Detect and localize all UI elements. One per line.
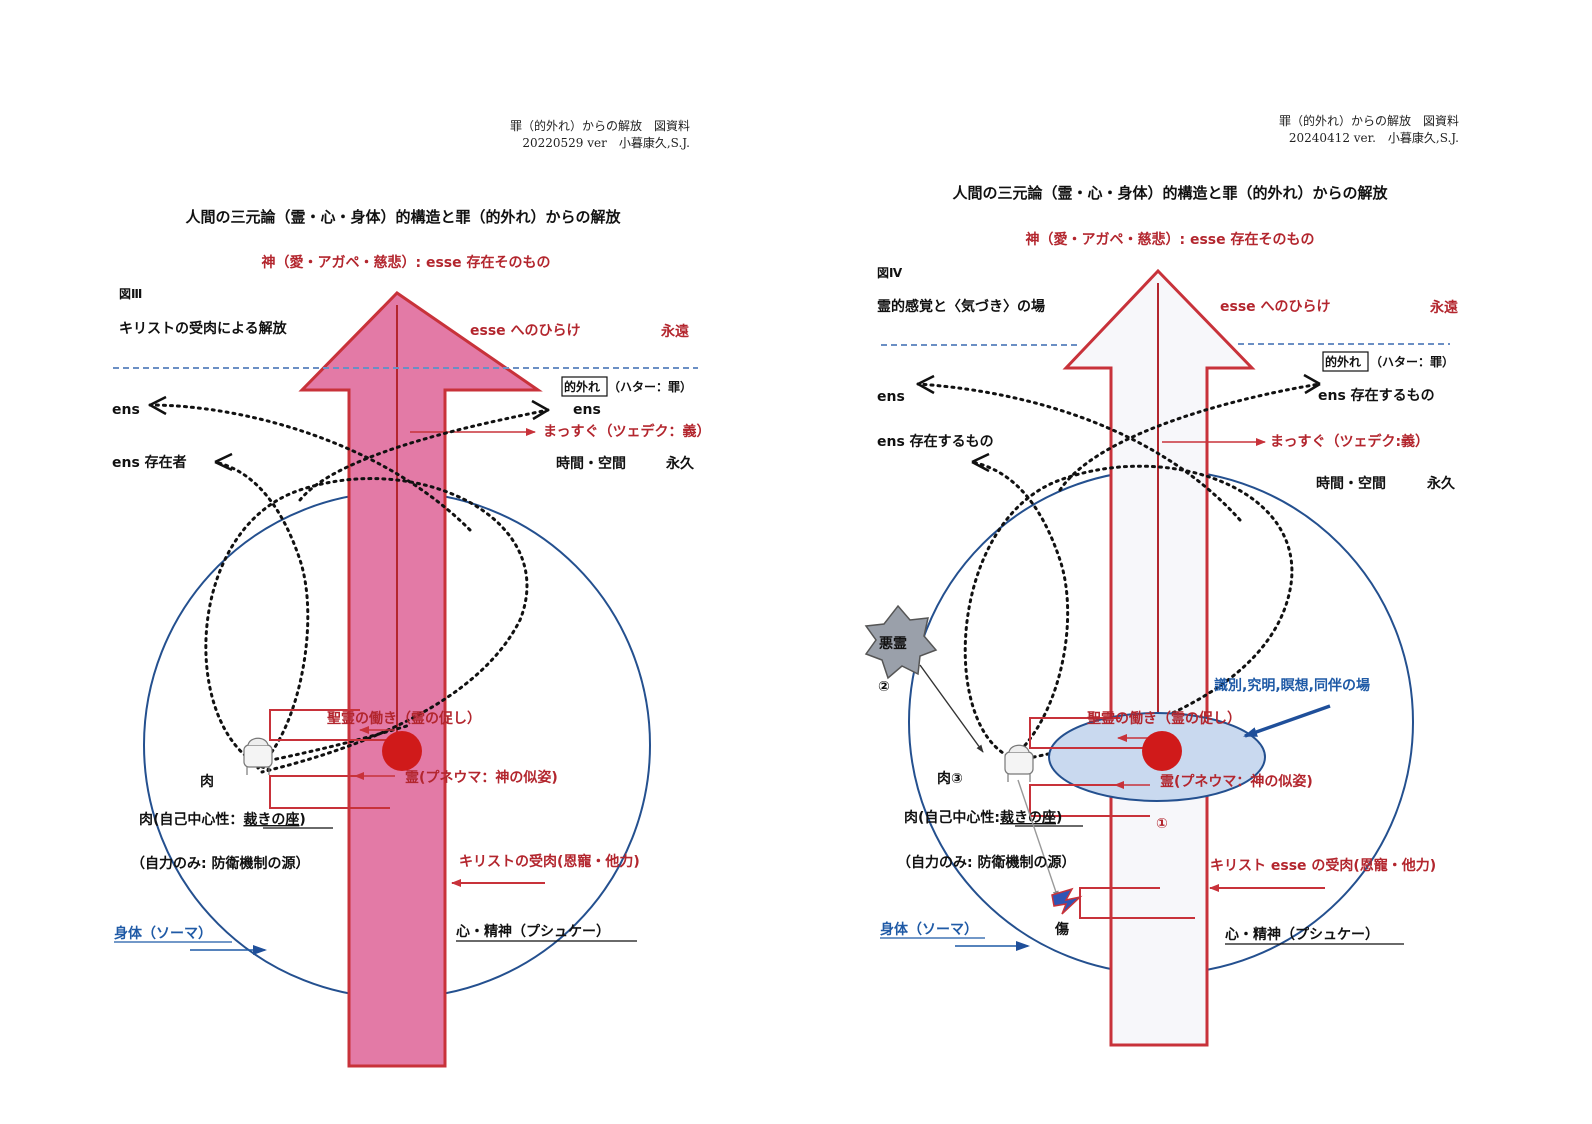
left-dotted-to-ens-right [298,408,550,502]
right-wound-icon [1051,887,1083,915]
left-god-label: 神（愛・アガペ・慈悲）: esse 存在そのもの [261,254,550,271]
right-akurei-label: 悪霊 [879,635,907,652]
right-esse-open-label: esse へのひらけ [1220,299,1331,315]
right-ens-label: ens [877,389,905,405]
right-arrowhead-ens-right [1303,373,1321,395]
left-rei-label: 霊(プネウマ：神の似姿) [405,769,558,786]
left-hook-lower [269,775,390,809]
left-figure: 罪（的外れ）からの解放 図資料 20220529 ver 小暮康久,S.J. 人… [112,118,710,1068]
right-massugu-label: まっすぐ（ツェデク:義） [1270,433,1429,450]
left-psyche-label: 心・精神（プシュケー） [456,923,610,940]
left-subtitle: キリストの受肉による解放 [119,320,288,337]
left-hook-upper [269,709,390,741]
right-ens-sonzai-right-label: ens 存在するもの [1318,387,1435,404]
left-ens-right-label: ens [573,402,601,418]
left-arrowhead-ens-left [149,395,167,416]
left-dotted-to-ens-left [148,403,472,532]
right-psyche-label: 心・精神（プシュケー） [1225,926,1379,943]
left-header-line1: 罪（的外れ）からの解放 図資料 [510,118,690,133]
left-body-label: 身体（ソーマ） [114,925,212,942]
right-ens-sonzai-label: ens 存在するもの [877,433,994,450]
right-dotted-loop-ens-sonzai [970,460,1070,762]
left-esse-open-label: esse へのひらけ [470,323,581,339]
left-seat-icon [243,737,273,775]
right-num1-label: ① [1156,816,1168,832]
right-header-line2: 20240412 ver. 小暮康久,S.J. [1289,130,1459,145]
right-jikan-label: 時間・空間 [1316,475,1386,492]
left-matozure-label: 的外れ [564,379,600,394]
right-eikyu-label: 永久 [1426,475,1456,492]
right-matozure-label: 的外れ [1325,354,1361,369]
left-eternity-label: 永遠 [660,323,689,340]
right-figure: 罪（的外れ）からの解放 図資料 20240412 ver. 小暮康久,S.J. … [864,113,1459,1047]
left-arrowhead-ens-sonzaisha [214,452,233,472]
right-evil-spirit-arrow [919,664,984,753]
right-subtitle: 霊的感覚と〈気づき〉の場 [877,298,1045,315]
right-niku3-label: 肉③ [937,770,963,787]
right-discern-label: 識別,究明,瞑想,同伴の場 [1214,677,1370,694]
left-ens-label: ens [112,402,140,418]
left-dotted-loop-ens-sonzaisha [213,460,310,770]
right-seat-icon [1004,744,1034,782]
left-spirit-dot [382,731,422,771]
right-arrowhead-ens-left [917,374,935,395]
right-hata-label: （ハター：罪） [1370,354,1454,369]
left-matozure-box [561,376,608,397]
right-hook-upper [1029,717,1150,749]
right-arrowhead-ens-sonzai [971,452,990,473]
left-christ-label: キリストの受肉(恩寵・他力) [459,853,640,870]
left-title: 人間の三元論（霊・心・身体）的構造と罪（的外れ）からの解放 [185,208,621,226]
left-eikyu-label: 永久 [665,455,695,472]
right-spirit-dot [1142,731,1182,771]
left-ens-sonzaisha-label: ens 存在者 [112,454,187,471]
right-num2-label: ② [878,679,890,695]
right-eternity-label: 永遠 [1429,299,1458,316]
right-header-line1: 罪（的外れ）からの解放 図資料 [1279,113,1459,128]
left-jiriki-label: （自力のみ: 防衛機制の源） [131,855,309,872]
right-wound-arrow [1017,779,1059,899]
right-kizu-label: 傷 [1054,921,1069,938]
right-christ-label: キリスト esse の受肉(恩寵・他力) [1210,857,1436,874]
right-hook-lower [1029,784,1150,817]
left-seirei-label: 聖霊の働き（霊の促し） [327,710,481,727]
left-header-line2: 20220529 ver 小暮康久,S.J. [522,135,690,150]
right-god-label: 神（愛・アガペ・慈悲）: esse 存在そのもの [1025,231,1314,248]
left-dotted-loop-main [204,477,529,774]
right-jiriki-label: （自力のみ: 防衛機制の源） [897,854,1075,871]
right-figure-label: 図Ⅳ [877,266,903,280]
right-seirei-label: 聖霊の働き（霊の促し） [1087,710,1241,727]
right-niku-self-label: 肉(自己中心性:裁きの座) [904,809,1062,826]
left-grace-arrow [298,291,543,1068]
left-figure-label: 図Ⅲ [119,287,142,301]
left-jikan-label: 時間・空間 [556,455,626,472]
left-massugu-label: まっすぐ（ツェデク：義） [543,423,710,440]
left-niku-label: 肉 [200,773,214,790]
right-discernment-arrow [1243,704,1331,738]
right-dotted-to-ens-right [1058,382,1322,492]
right-dotted-loop-main [963,464,1294,762]
right-title: 人間の三元論（霊・心・身体）的構造と罪（的外れ）からの解放 [952,184,1388,202]
right-body-label: 身体（ソーマ） [880,921,978,938]
left-hata-label: （ハター：罪） [608,379,692,394]
right-rei-label: 霊(プネウマ：神の似姿) [1160,773,1313,790]
left-arrowhead-ens-right [531,399,549,421]
right-christ-hook [1079,887,1195,919]
right-evil-spirit-star [864,604,938,680]
right-matozure-box [1322,351,1369,372]
left-niku-self-label: 肉(自己中心性：裁きの座) [139,811,306,828]
